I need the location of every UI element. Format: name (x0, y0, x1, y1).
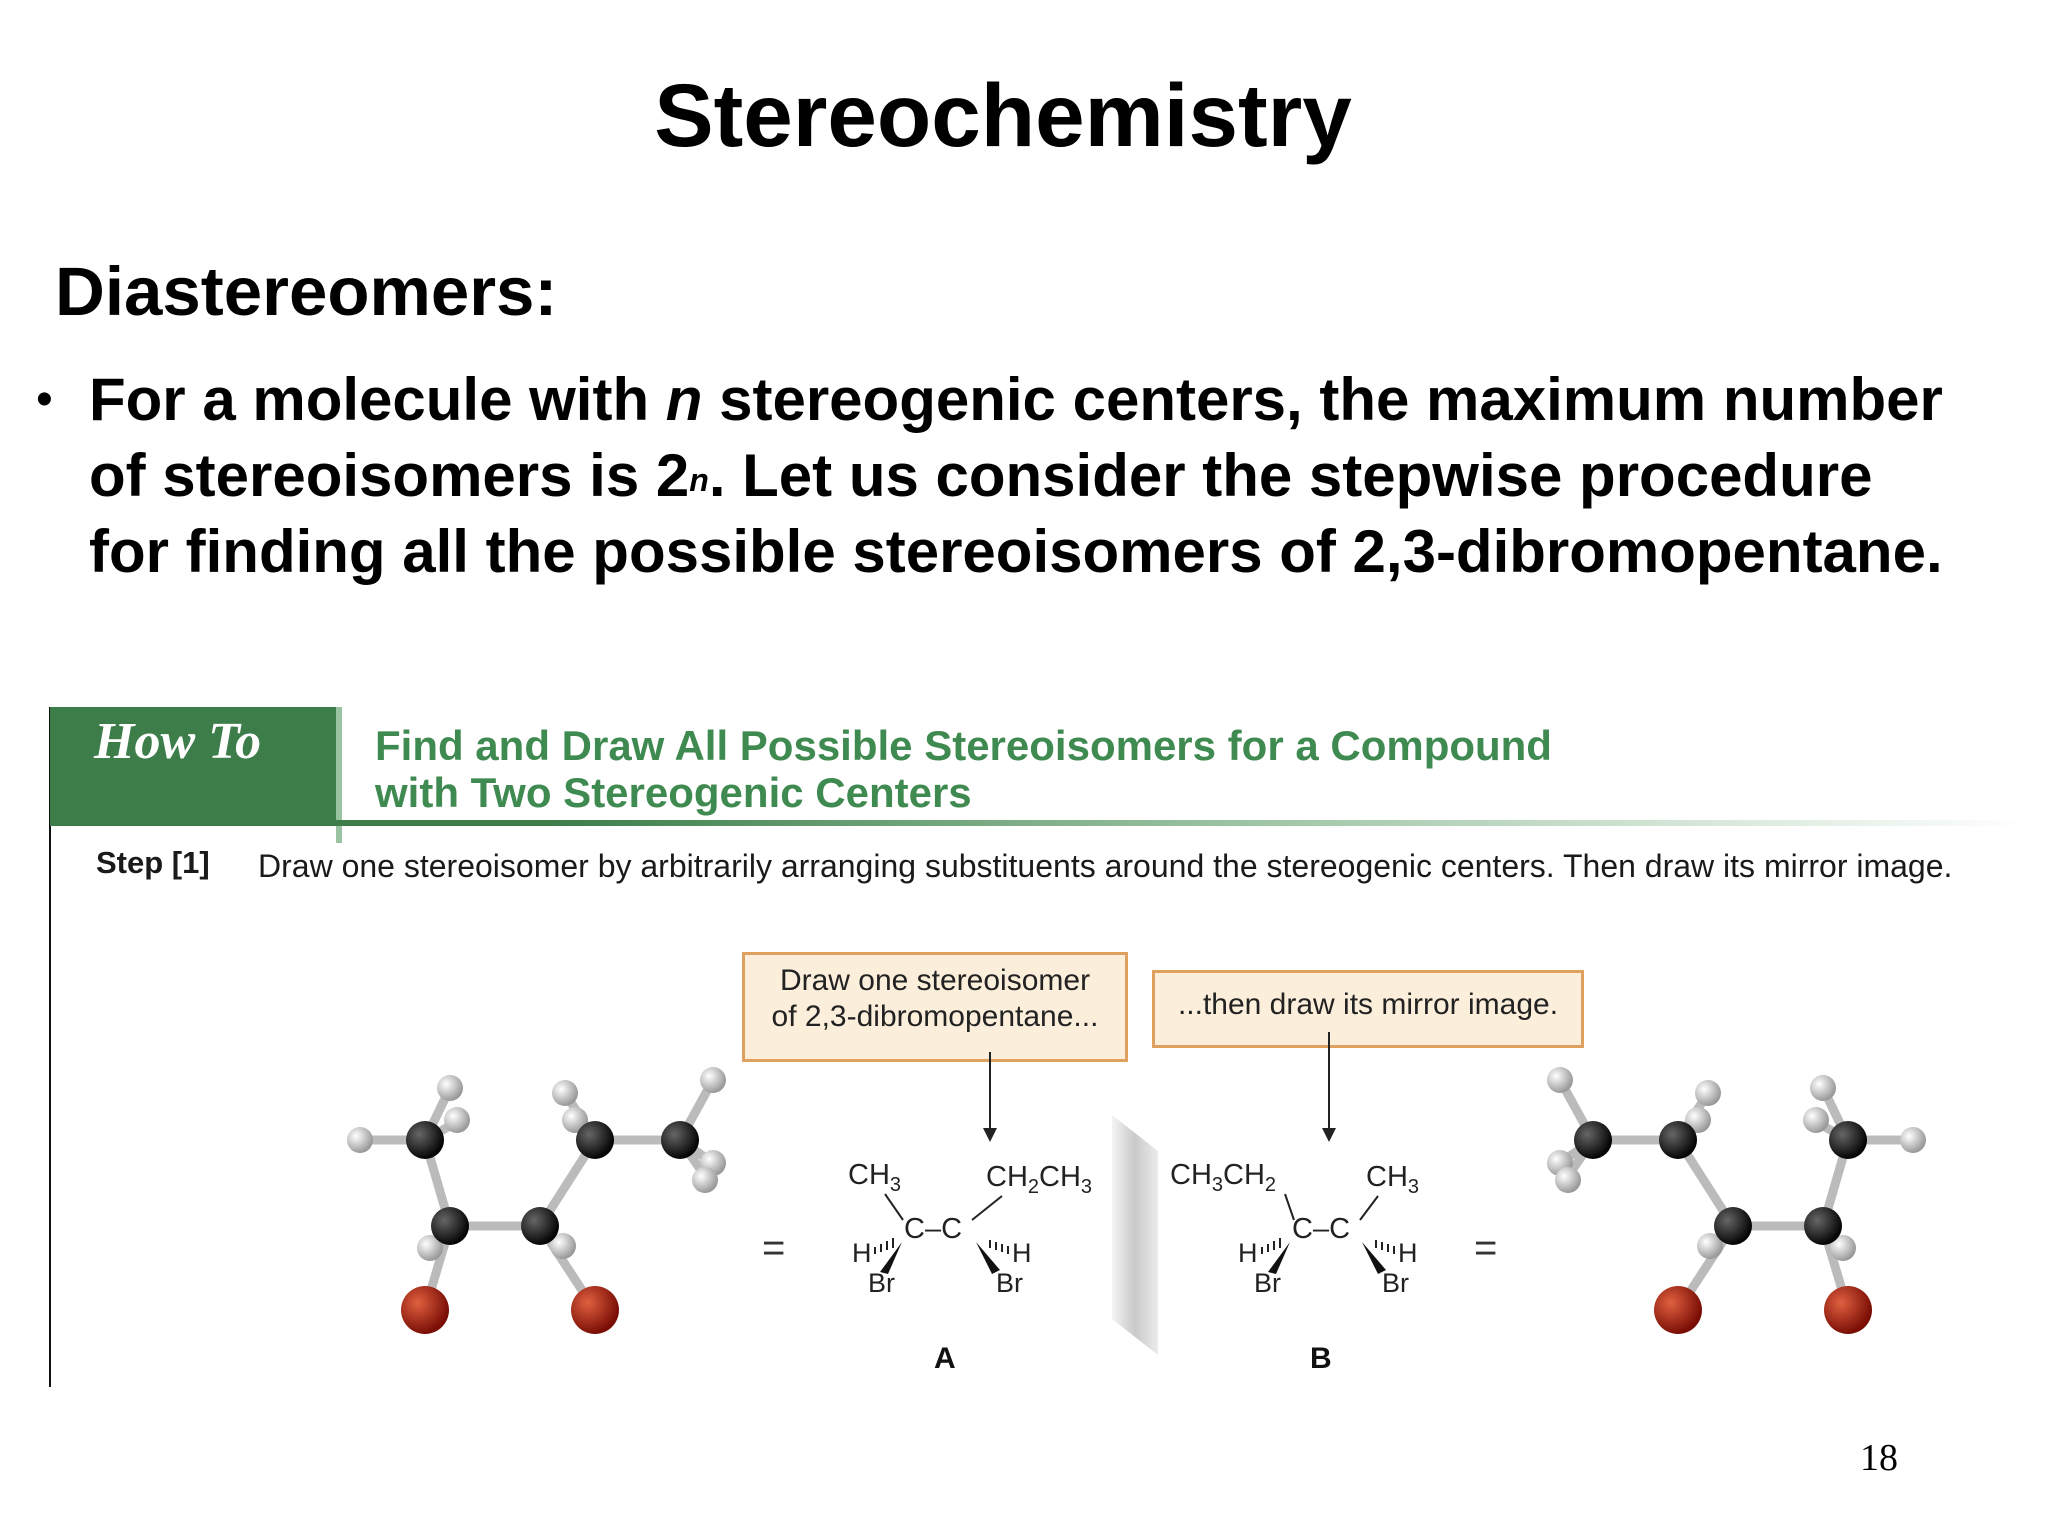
bullet-part2: stereogenic centers, the maximum number … (89, 366, 1943, 509)
callout-mirror: ...then draw its mirror image. (1152, 970, 1584, 1048)
bullet-part3: . Let us consider the stepwise procedure… (89, 442, 1943, 585)
ball-and-stick-model-left (347, 1067, 726, 1334)
structure-b-h-right: H (1398, 1238, 1418, 1268)
structure-a-left-top: CH3 (848, 1159, 901, 1196)
bullet-text: For a molecule with n stereogenic center… (89, 362, 1969, 590)
structure-b-br-left: Br (1254, 1268, 1281, 1298)
ball-and-stick-model-right (1547, 1067, 1926, 1334)
step-text: Draw one stereoisomer by arbitrarily arr… (258, 848, 1953, 884)
structure-b-br-right: Br (1382, 1268, 1409, 1298)
section-heading: Diastereomers: (55, 253, 558, 330)
label-a: A (934, 1342, 956, 1375)
howto-label-box (50, 707, 340, 823)
structure-a-br-left: Br (868, 1268, 895, 1298)
structure-b-right-top: CH3 (1366, 1161, 1419, 1198)
structure-b: CH3CH2 CH3 C–C H H Br Br (1170, 1159, 1419, 1298)
equals-right: = (1474, 1226, 1498, 1270)
bullet-symbol: • (36, 373, 53, 426)
mirror-plane (1112, 1115, 1158, 1355)
callout1-line2: of 2,3-dibromopentane... (771, 1000, 1099, 1033)
structure-a-br-right: Br (996, 1268, 1023, 1298)
bullet-part1: For a molecule with (89, 366, 666, 433)
howto-rule (50, 820, 2030, 826)
howto-label: How To (94, 713, 262, 770)
howto-title-line2: with Two Stereogenic Centers (375, 769, 972, 816)
structure-b-left-top: CH3CH2 (1170, 1159, 1276, 1196)
slide-title: Stereochemistry (654, 65, 1352, 165)
bullet-italic-n: n (665, 366, 703, 433)
page-number: 18 (1860, 1437, 1898, 1479)
structure-b-center: C–C (1292, 1213, 1350, 1245)
bullet-superscript: n (689, 462, 709, 498)
howto-title-line1: Find and Draw All Possible Stereoisomers… (375, 722, 1552, 769)
structure-a: CH3 CH2CH3 C–C H H Br Br (848, 1159, 1092, 1298)
howto-title: Find and Draw All Possible Stereoisomers… (375, 722, 1552, 816)
arrow-down-icon (983, 1052, 997, 1142)
structure-a-right-top: CH2CH3 (986, 1161, 1092, 1198)
howto-left-border (49, 707, 51, 1387)
structure-a-center: C–C (904, 1213, 962, 1245)
howto-stripe (336, 707, 342, 843)
structure-a-h-left: H (852, 1238, 872, 1268)
label-b: B (1310, 1342, 1332, 1375)
structure-b-h-left: H (1238, 1238, 1258, 1268)
callout1-line1: Draw one stereoisomer (779, 964, 1091, 997)
structure-a-h-right: H (1012, 1238, 1032, 1268)
arrow-down-icon (1322, 1032, 1336, 1142)
equals-left: = (762, 1226, 786, 1270)
step-label: Step [1] (96, 845, 210, 880)
